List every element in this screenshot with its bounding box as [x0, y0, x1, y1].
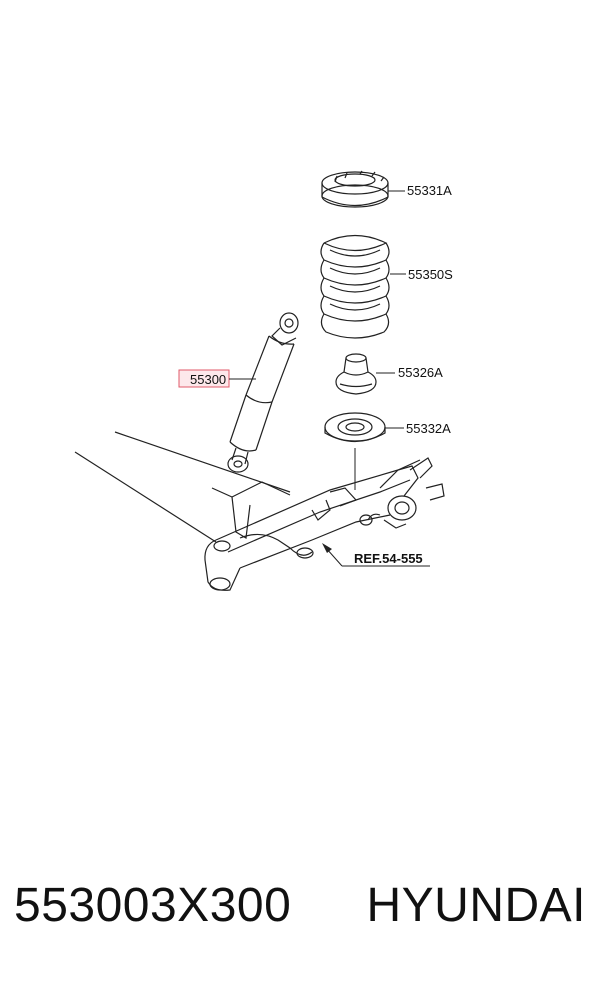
product-footer: 553003X300 HYUNDAI: [0, 878, 600, 948]
reference-label: REF.54-555: [354, 551, 423, 566]
callout-55331A: 55331A: [407, 183, 452, 198]
part-number: 553003X300: [14, 879, 292, 932]
callout-55332A: 55332A: [406, 421, 451, 436]
callout-55300: 55300: [190, 372, 226, 387]
rear-axle-assembly: [74, 431, 445, 591]
upper-spring-seat: [321, 170, 389, 208]
callout-55350S: 55350S: [408, 267, 453, 282]
lower-spring-pad: [324, 412, 386, 442]
coil-spring: [320, 234, 390, 339]
shock-absorber: [227, 312, 299, 473]
reference-arrow: [322, 543, 430, 567]
bump-stopper: [335, 353, 377, 395]
brand-name: HYUNDAI: [366, 879, 586, 932]
callout-55326A: 55326A: [398, 365, 443, 380]
